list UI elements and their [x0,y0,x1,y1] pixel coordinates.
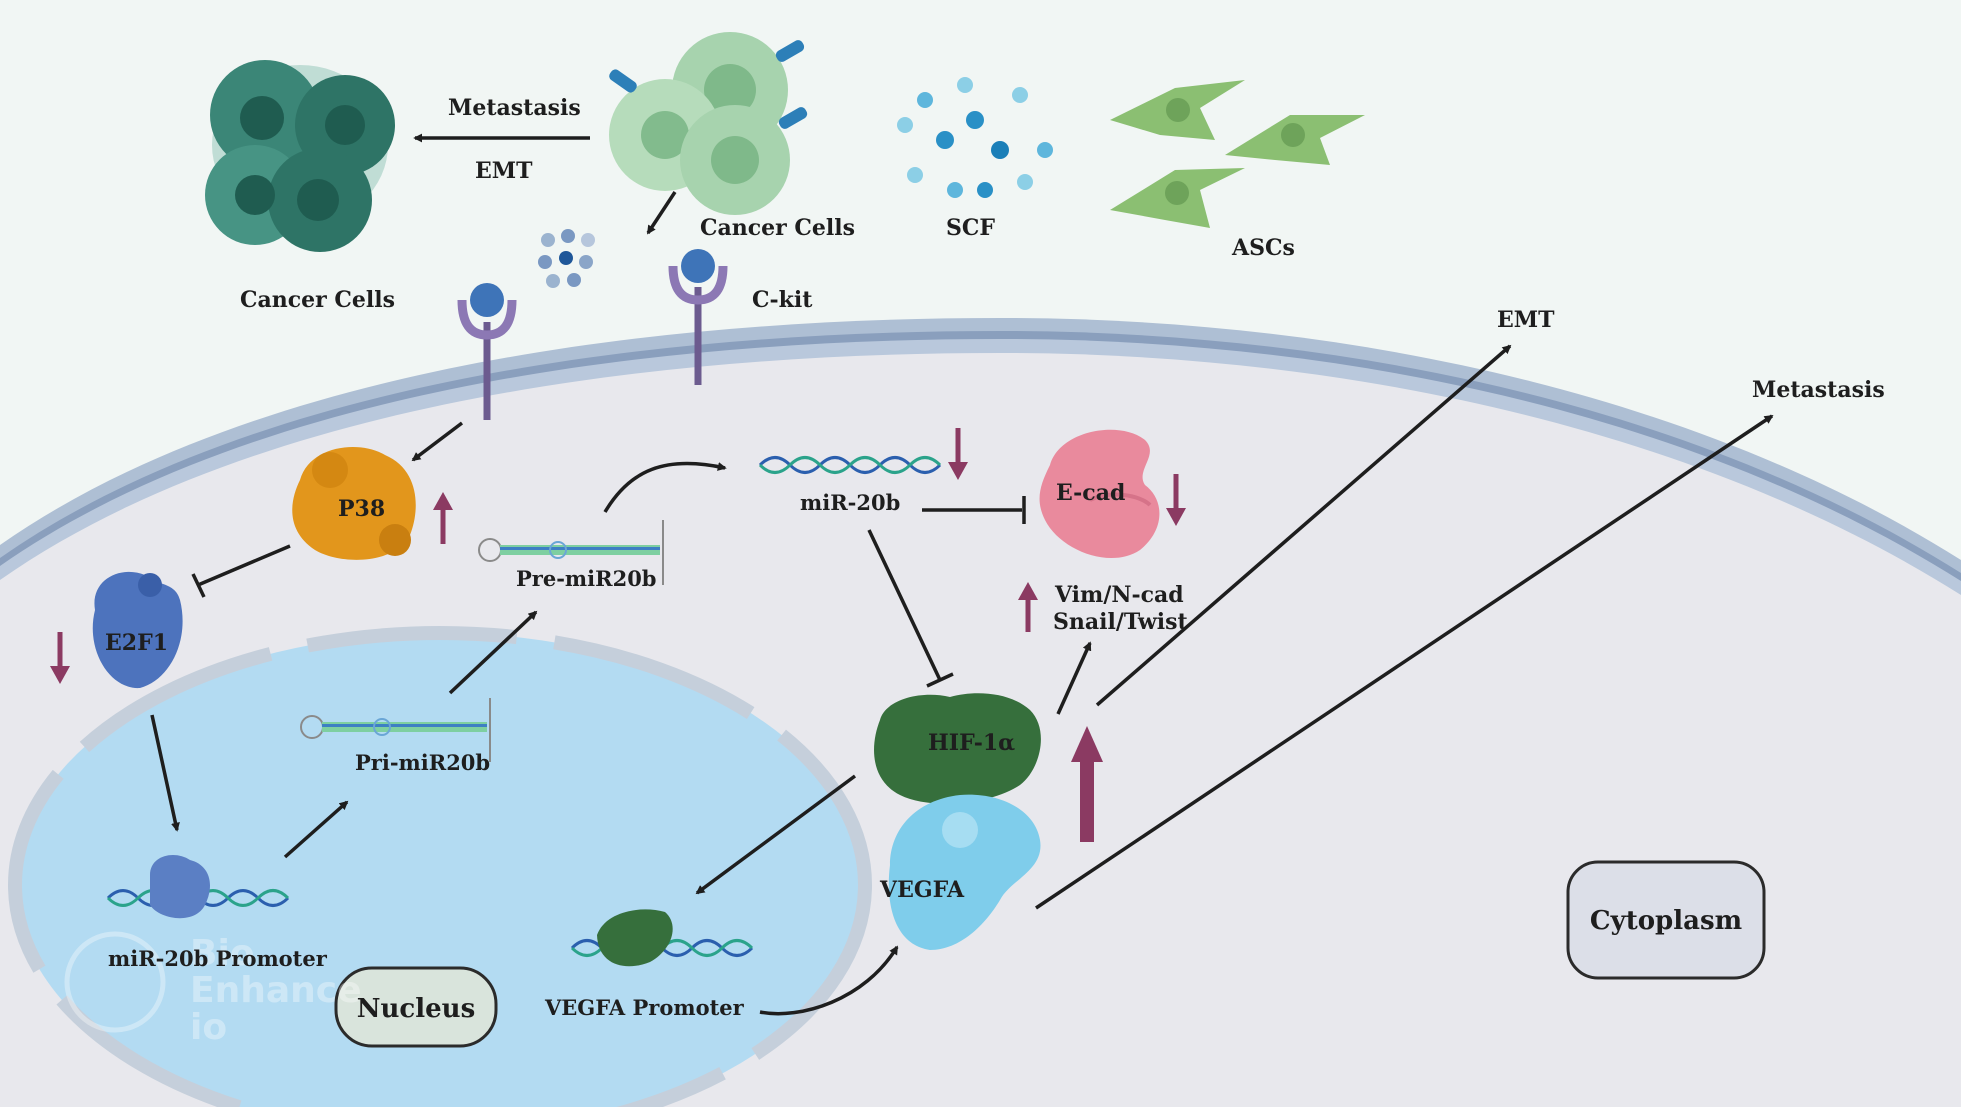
receptor-left [457,283,517,420]
label-ascs: ASCs [1231,235,1295,261]
label-vegfa: VEGFA [879,877,965,903]
up-arrow-p38 [433,492,453,544]
label-mir20b: miR-20b [800,490,900,515]
label-metastasis-right: Metastasis [1752,377,1885,403]
arrow-release [646,191,677,235]
arrow-to-vegfa [759,945,899,1016]
arrow-to-pri-mir [283,800,349,859]
label-vegfa-promoter: VEGFA Promoter [544,995,745,1020]
label-cancer-cells-left: Cancer Cells [240,287,395,313]
e2f1-protein [92,571,183,689]
label-snail-twist: Snail/Twist [1053,609,1189,635]
label-p38: P38 [338,496,385,522]
nucleus-badge [334,966,498,1048]
inhibit-e2f1-bar [191,573,206,598]
arrow-to-vegfa-promoter [695,774,857,895]
vegfa-promoter-dna-icon [570,909,754,967]
label-emt-right: EMT [1497,307,1555,333]
pri-mir20b-hairpin-icon [300,698,491,762]
pathway-arrows [150,133,1774,1016]
label-pri-mir20b: Pri-miR20b [355,750,490,775]
down-arrow-ecad [1166,474,1186,526]
cancer-cells-group [609,32,808,215]
up-arrow-hif [1071,726,1103,842]
label-ckit: C-kit [752,287,813,313]
down-arrow-mir20b [948,428,968,480]
scf-molecules [897,77,1053,198]
arrow-to-vim [1056,641,1092,715]
arrow-to-promoter [150,714,180,832]
arrow-to-p38 [411,421,464,462]
mir20b-dna-icon [758,456,942,474]
nucleus [8,626,872,1107]
arrow-to-emt [1095,344,1512,707]
watermark-line-1: Bio [190,933,255,974]
arrow-to-metastasis-right [1035,414,1774,910]
bioenhance-watermark: Bio Enhance io [64,931,362,1048]
ecad-protein [1039,429,1160,559]
label-mir20b-promoter: miR-20b Promoter [108,946,328,971]
regulation-arrows [50,428,1186,842]
cytoplasm-badge [1566,860,1766,980]
label-ecad: E-cad [1056,480,1125,506]
label-metastasis-top: Metastasis [448,95,581,121]
receptor-ckit [668,249,728,385]
released-particles [538,229,595,288]
label-e2f1: E2F1 [105,630,168,656]
label-emt-top: EMT [475,158,533,184]
label-scf: SCF [946,215,995,241]
p38-protein [292,447,416,560]
label-cancer-cells-center: Cancer Cells [700,215,855,241]
surface-receptor-icon [609,40,808,129]
watermark-line-2: Enhance [190,970,362,1011]
arrow-to-mir20b [603,461,727,513]
mir-promoter-dna-icon [106,855,290,919]
label-nucleus: Nucleus [357,994,475,1024]
arrow-to-pre-mir [448,610,538,695]
vegfa-protein [888,794,1041,950]
watermark-line-3: io [190,1007,227,1048]
hif-1a-protein [874,693,1041,804]
label-pre-mir20b: Pre-miR20b [516,566,657,591]
inhibit-hif [867,529,942,681]
inhibit-e2f1 [197,544,291,587]
cancer-cell-cluster [205,60,395,252]
inhibit-hif-bar [926,672,954,688]
label-cytoplasm: Cytoplasm [1590,906,1742,936]
asc-cells [1110,80,1365,228]
label-hif-1a: HIF-1α [928,730,1015,756]
down-arrow-e2f1 [50,632,70,684]
pre-mir20b-hairpin-icon [478,520,664,585]
label-vim-ncad: Vim/N-cad [1054,582,1184,608]
up-arrow-vim [1018,582,1038,632]
